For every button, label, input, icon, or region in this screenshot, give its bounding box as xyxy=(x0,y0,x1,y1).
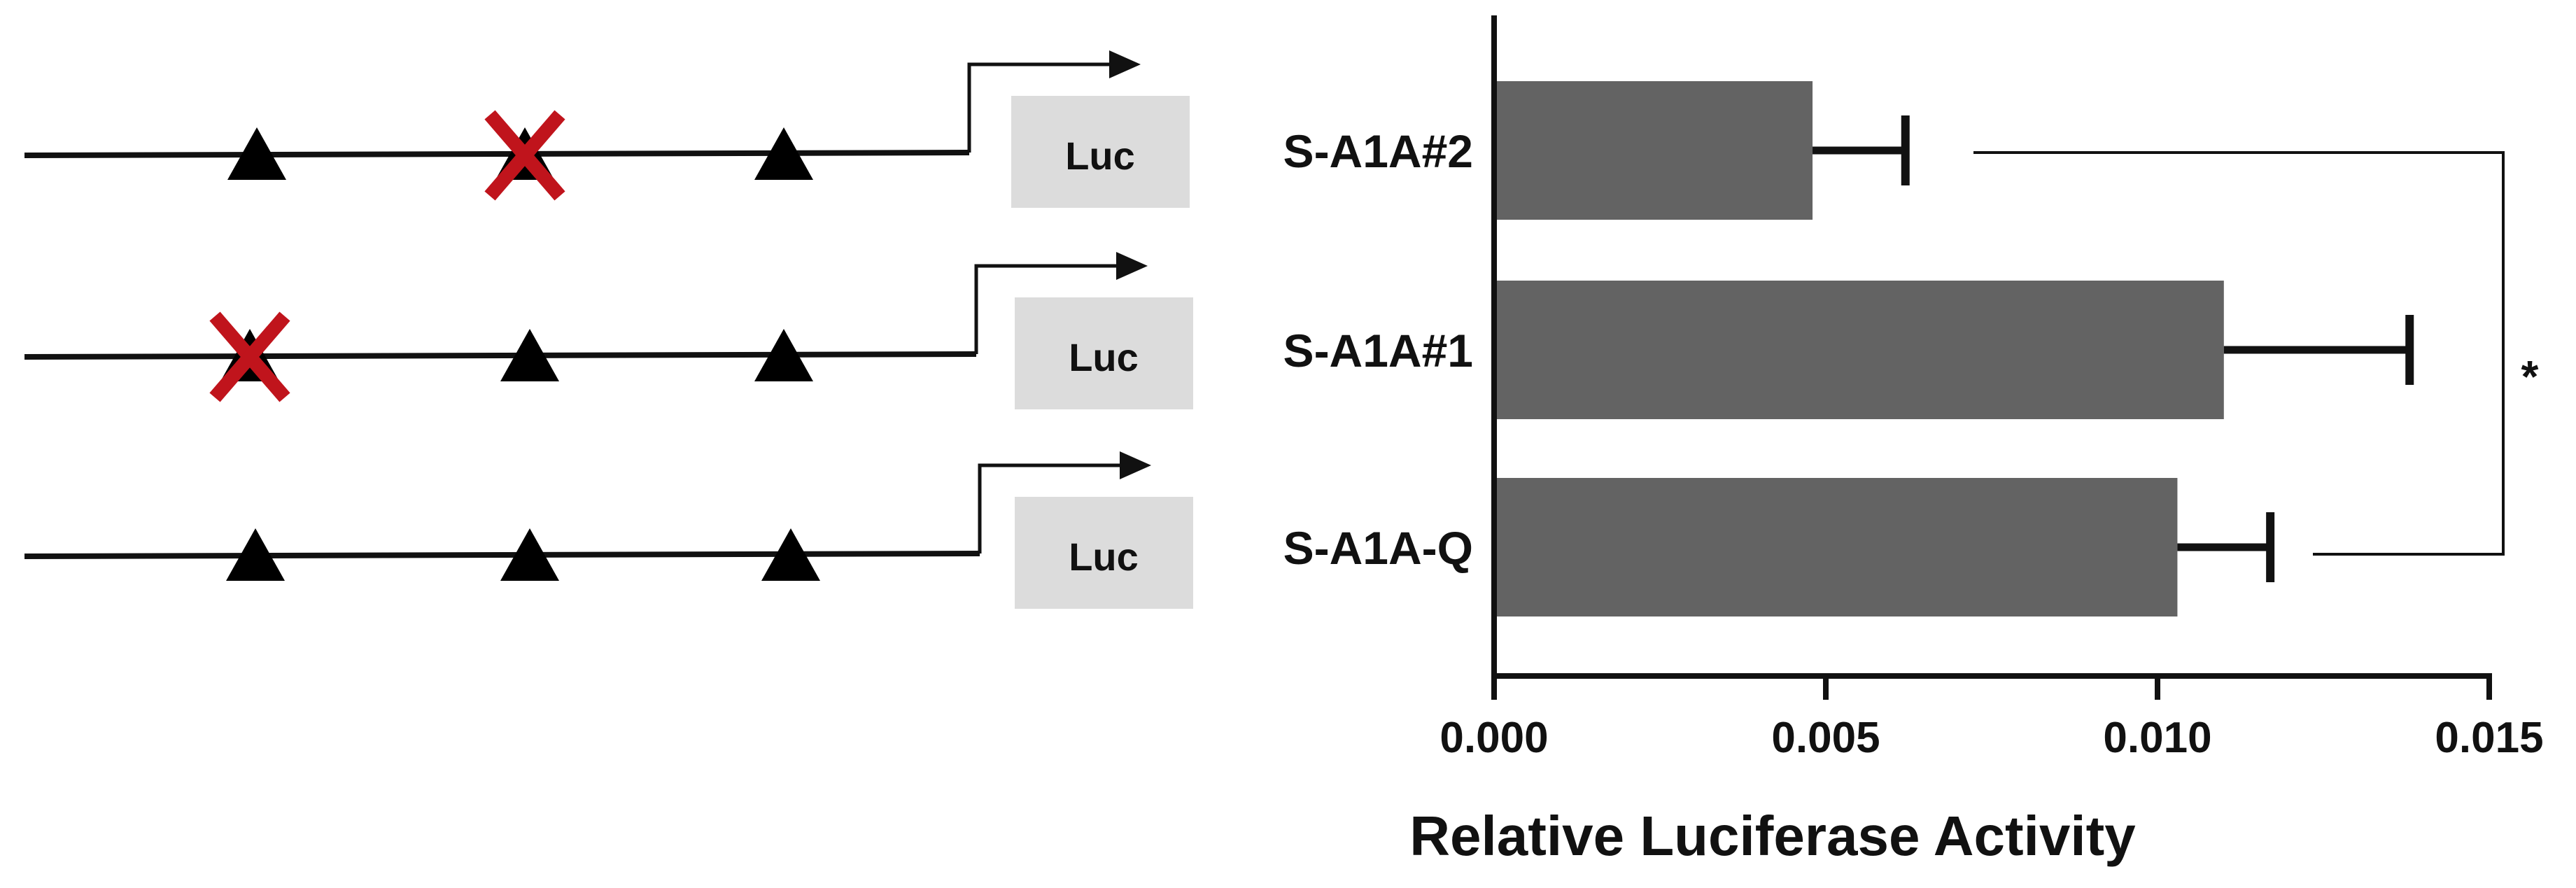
error-bars-group xyxy=(1813,115,2414,582)
luc-label: Luc xyxy=(1065,134,1135,178)
x-tick-labels: 0.000 0.005 0.010 0.015 xyxy=(1440,714,2543,762)
triangle-icon xyxy=(227,127,286,180)
bracket-line xyxy=(1973,151,2505,556)
x-tick-label: 0.010 xyxy=(2103,714,2211,762)
x-tick-label: 0.000 xyxy=(1440,714,1548,762)
x-tick-label: 0.005 xyxy=(1771,714,1880,762)
x-tick-label: 0.015 xyxy=(2435,714,2543,762)
dna-line xyxy=(24,150,970,158)
x-axis-title: Relative Luciferase Activity xyxy=(1409,805,2136,867)
dna-line xyxy=(24,351,977,360)
error-bar xyxy=(2223,315,2414,385)
arrow-right-icon xyxy=(974,252,1148,354)
error-bar xyxy=(2177,512,2275,582)
bars-group xyxy=(1494,81,2224,616)
category-label: S-A1A-Q xyxy=(1283,522,1473,574)
luc-box xyxy=(1015,297,1193,409)
axes-group xyxy=(1491,15,2492,700)
triangle-icon xyxy=(754,127,813,180)
significance-label: * xyxy=(2521,351,2539,402)
construct-row: Luc xyxy=(24,50,1190,208)
triangle-icon xyxy=(500,329,559,381)
category-label: S-A1A#1 xyxy=(1283,325,1473,376)
bar xyxy=(1494,281,2224,419)
triangle-icon xyxy=(226,528,285,581)
triangle-icon xyxy=(500,528,559,581)
bar xyxy=(1494,478,2178,616)
dna-line xyxy=(24,551,980,559)
red-x-mutation-icon xyxy=(484,110,565,201)
luc-box xyxy=(1015,497,1193,609)
arrow-right-icon xyxy=(967,50,1141,153)
luc-box xyxy=(1011,96,1190,208)
bar xyxy=(1494,81,1813,220)
triangle-icon xyxy=(754,329,813,381)
category-label: S-A1A#2 xyxy=(1283,125,1473,177)
construct-row: Luc xyxy=(24,252,1193,409)
error-bar xyxy=(1813,115,1910,185)
luc-label: Luc xyxy=(1069,335,1139,379)
triangle-icon xyxy=(761,528,820,581)
red-x-mutation-icon xyxy=(209,311,290,402)
category-labels: S-A1A#2S-A1A#1S-A1A-Q xyxy=(1283,125,1473,574)
construct-row: Luc xyxy=(24,451,1193,609)
significance-bracket: * xyxy=(1973,151,2539,556)
arrow-right-icon xyxy=(978,451,1151,554)
luc-label: Luc xyxy=(1069,535,1139,579)
